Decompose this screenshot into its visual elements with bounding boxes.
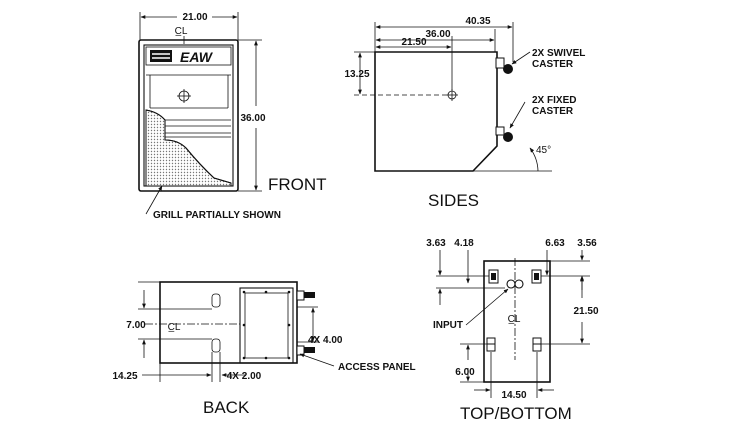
eaw-logo: EAW <box>150 49 214 65</box>
front-view-title: FRONT <box>268 175 327 194</box>
fixed-caster-label-1: 2X FIXED <box>532 95 576 106</box>
top-14-5-dim: 14.50 <box>501 390 526 401</box>
swivel-caster-label-1: 2X SWIVEL <box>532 48 585 59</box>
back-14-25-dim: 14.25 <box>112 371 137 382</box>
sides-view: 40.35 36.00 21.50 13.25 2X SWIVEL CASTER… <box>344 16 585 210</box>
input-label: INPUT <box>433 320 463 331</box>
front-height-dim: 36.00 <box>240 113 265 124</box>
grill-note: GRILL PARTIALLY SHOWN <box>153 210 281 221</box>
top-3-63-dim: 3.63 <box>426 238 446 249</box>
top-6-dim: 6.00 <box>455 367 475 378</box>
front-cabinet-outline <box>138 39 239 192</box>
fixed-caster-label-2: CASTER <box>532 106 574 117</box>
top-4-18-dim: 4.18 <box>454 238 474 249</box>
top-centerline-symbol: C̲L <box>508 314 521 325</box>
back-4x4-dim: 4X 4.00 <box>308 335 343 346</box>
sides-21-5-dim: 21.50 <box>401 37 426 48</box>
bottom-casters <box>486 337 542 352</box>
top-bottom-view: C̲L 3.63 4.18 6.63 3.56 21.50 INPUT 6.00 <box>426 238 599 423</box>
top-21-5-dim: 21.50 <box>573 306 598 317</box>
sides-depth-dim: 40.35 <box>465 16 490 27</box>
back-cabinet-outline <box>159 281 298 364</box>
sides-36-dim: 36.00 <box>425 29 450 40</box>
fixed-caster <box>495 126 513 142</box>
top-6-63-dim: 6.63 <box>545 238 565 249</box>
access-panel-label: ACCESS PANEL <box>338 362 416 373</box>
sides-13-25-dim: 13.25 <box>344 69 369 80</box>
top-casters <box>488 269 542 284</box>
swivel-caster-label-2: CASTER <box>532 59 574 70</box>
back-7-dim: 7.00 <box>126 320 146 331</box>
front-centerline-symbol: C̲L <box>175 26 188 37</box>
access-panel <box>239 287 294 364</box>
grill-mesh <box>145 109 232 187</box>
front-width-dim: 21.00 <box>182 12 207 23</box>
sides-view-title: SIDES <box>428 191 479 210</box>
back-view-title: BACK <box>203 398 250 417</box>
back-4x2-dim: 4X 2.00 <box>227 371 262 382</box>
front-view: 21.00 C̲L EAW <box>138 12 327 221</box>
sides-cabinet-outline <box>374 51 498 172</box>
svg-text:EAW: EAW <box>180 49 214 65</box>
back-view: C̲L 7.00 4X 4.00 ACCESS PANEL 14.25 4X 2… <box>112 281 416 417</box>
back-centerline-symbol: C̲L <box>168 322 181 333</box>
top-bottom-view-title: TOP/BOTTOM <box>460 404 572 423</box>
sides-angle-dim: 45° <box>536 145 551 156</box>
swivel-caster <box>495 57 513 74</box>
top-bottom-cabinet-outline <box>483 260 551 383</box>
top-3-56-dim: 3.56 <box>577 238 597 249</box>
